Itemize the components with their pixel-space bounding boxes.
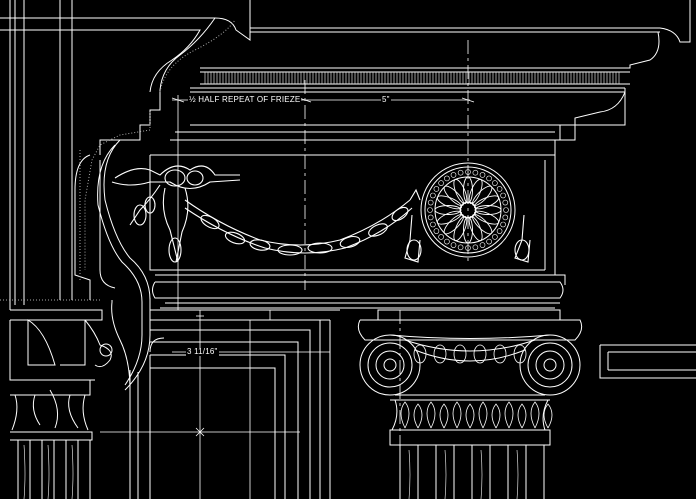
rosette-bead — [427, 207, 433, 213]
rosette-bead — [502, 199, 509, 206]
frieze-repeat-dimension-label: ½ HALF REPEAT OF FRIEZE — [188, 95, 302, 104]
acanthus-leaf — [530, 401, 540, 429]
acanthus-leaf — [478, 401, 488, 429]
acanthus-leaf — [517, 403, 527, 429]
left-partial-capital — [9, 309, 113, 499]
ionic-capital — [357, 309, 583, 499]
rosette-petal — [474, 205, 502, 215]
rosette-bead — [427, 199, 434, 206]
rosette-bead — [472, 169, 479, 176]
frieze-panel — [149, 155, 566, 285]
rosette-bead — [427, 214, 434, 221]
acanthus-leaf — [413, 403, 423, 429]
rosette-bead — [486, 238, 492, 245]
rosette-bead — [500, 221, 506, 228]
rosette-petal — [473, 210, 500, 225]
opening-width-dimension-label: 3 11/16" — [186, 347, 219, 356]
dentil-band — [204, 72, 620, 84]
egg-ornament — [413, 344, 427, 364]
rosette-bead — [438, 234, 444, 240]
rosette-medallion — [420, 162, 516, 258]
crown-moulding-profile — [0, 0, 251, 310]
rosette-bead — [444, 175, 450, 182]
rosette-petal — [443, 213, 465, 235]
acanthus-leaf — [452, 401, 462, 429]
egg-ornament — [433, 344, 447, 364]
rosette-bead — [430, 192, 436, 199]
acanthus-leaf — [465, 403, 475, 429]
rosette-petal — [471, 185, 493, 207]
rosette-petal — [468, 178, 483, 205]
rosette-bead — [438, 180, 444, 186]
rosette-petal — [453, 215, 468, 242]
acanthus-leaf — [504, 401, 514, 429]
rosette-petal — [434, 205, 462, 215]
rosette-bead — [433, 186, 440, 192]
rosette-bead — [457, 244, 464, 251]
rosette-bead — [492, 234, 498, 240]
garland-swag-ornament — [111, 165, 531, 263]
rosette-bead — [496, 228, 503, 234]
rosette-bead — [502, 214, 509, 221]
rosette-bead — [444, 238, 450, 245]
door-opening-frame — [129, 319, 331, 499]
architrave-mouldings — [111, 274, 565, 391]
rosette-bead — [500, 192, 506, 199]
column-profile-curve — [97, 139, 151, 391]
rosette-bead — [503, 207, 509, 213]
acanthus-leaf — [426, 401, 436, 429]
egg-ornament — [513, 344, 527, 364]
cornice-mouldings — [150, 0, 691, 156]
rosette-petal — [436, 195, 463, 210]
rosette-petal — [468, 215, 483, 242]
rosette-petal — [436, 210, 463, 225]
rosette-bead — [472, 244, 479, 251]
egg-ornament — [453, 344, 467, 364]
rosette-bead — [479, 242, 486, 248]
rosette-petal — [453, 178, 468, 205]
rosette-petal — [473, 195, 500, 210]
rosette-petal — [471, 213, 493, 235]
acanthus-leaf — [543, 403, 553, 429]
egg-ornament — [473, 344, 487, 364]
rosette-bead — [450, 242, 457, 248]
acanthus-leaf — [439, 403, 449, 429]
egg-ornament — [493, 344, 507, 364]
rosette-bead — [496, 186, 503, 192]
acanthus-leaf — [491, 403, 501, 429]
stipple-hatch — [0, 19, 236, 301]
right-bracket — [599, 344, 696, 379]
acanthus-leaf — [400, 401, 410, 429]
rosette-bead — [486, 175, 492, 182]
rosette-petal — [443, 185, 465, 207]
rosette-bead — [479, 172, 486, 178]
rosette-bead — [457, 169, 464, 176]
frieze-width-dimension-label: 5" — [381, 95, 391, 104]
rosette-bead — [450, 172, 457, 178]
rosette-bead — [492, 180, 498, 186]
rosette-bead — [433, 228, 440, 234]
rosette-bead — [430, 221, 436, 228]
